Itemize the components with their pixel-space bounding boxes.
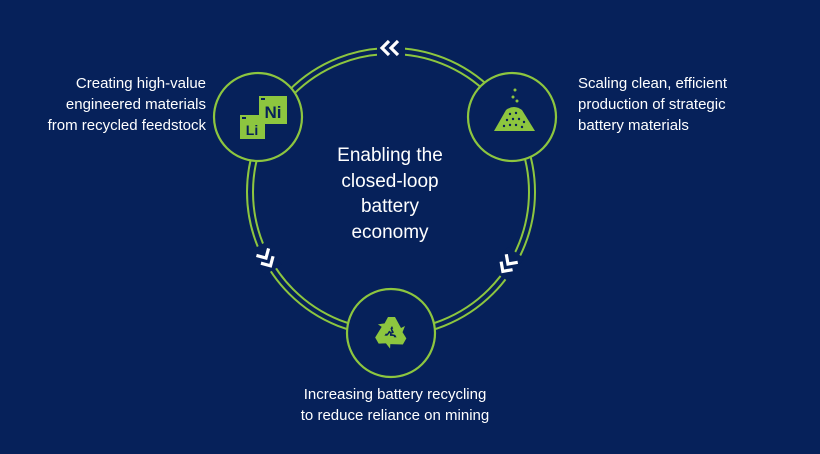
node-right bbox=[466, 71, 558, 163]
node-bottom bbox=[345, 287, 437, 379]
center-title: Enabling the closed-loop battery economy bbox=[337, 145, 443, 243]
element-symbol-ni: Ni bbox=[265, 103, 282, 122]
node-left-label: Creating high-value engineered materials… bbox=[47, 75, 206, 134]
chevron-right-icon bbox=[491, 246, 525, 282]
node-bottom-label: Increasing battery recycling to reduce r… bbox=[300, 386, 490, 424]
powder-pile-icon bbox=[494, 88, 535, 131]
recycle-icon bbox=[375, 317, 407, 349]
node-right-label: Scaling clean, efficient production of s… bbox=[578, 75, 727, 134]
node-left: Ni Li bbox=[212, 71, 304, 163]
chevron-left-icon bbox=[250, 240, 282, 276]
element-symbol-li: Li bbox=[246, 122, 258, 138]
chevron-top-icon bbox=[377, 38, 405, 58]
element-tiles-icon: Ni Li bbox=[240, 96, 287, 139]
